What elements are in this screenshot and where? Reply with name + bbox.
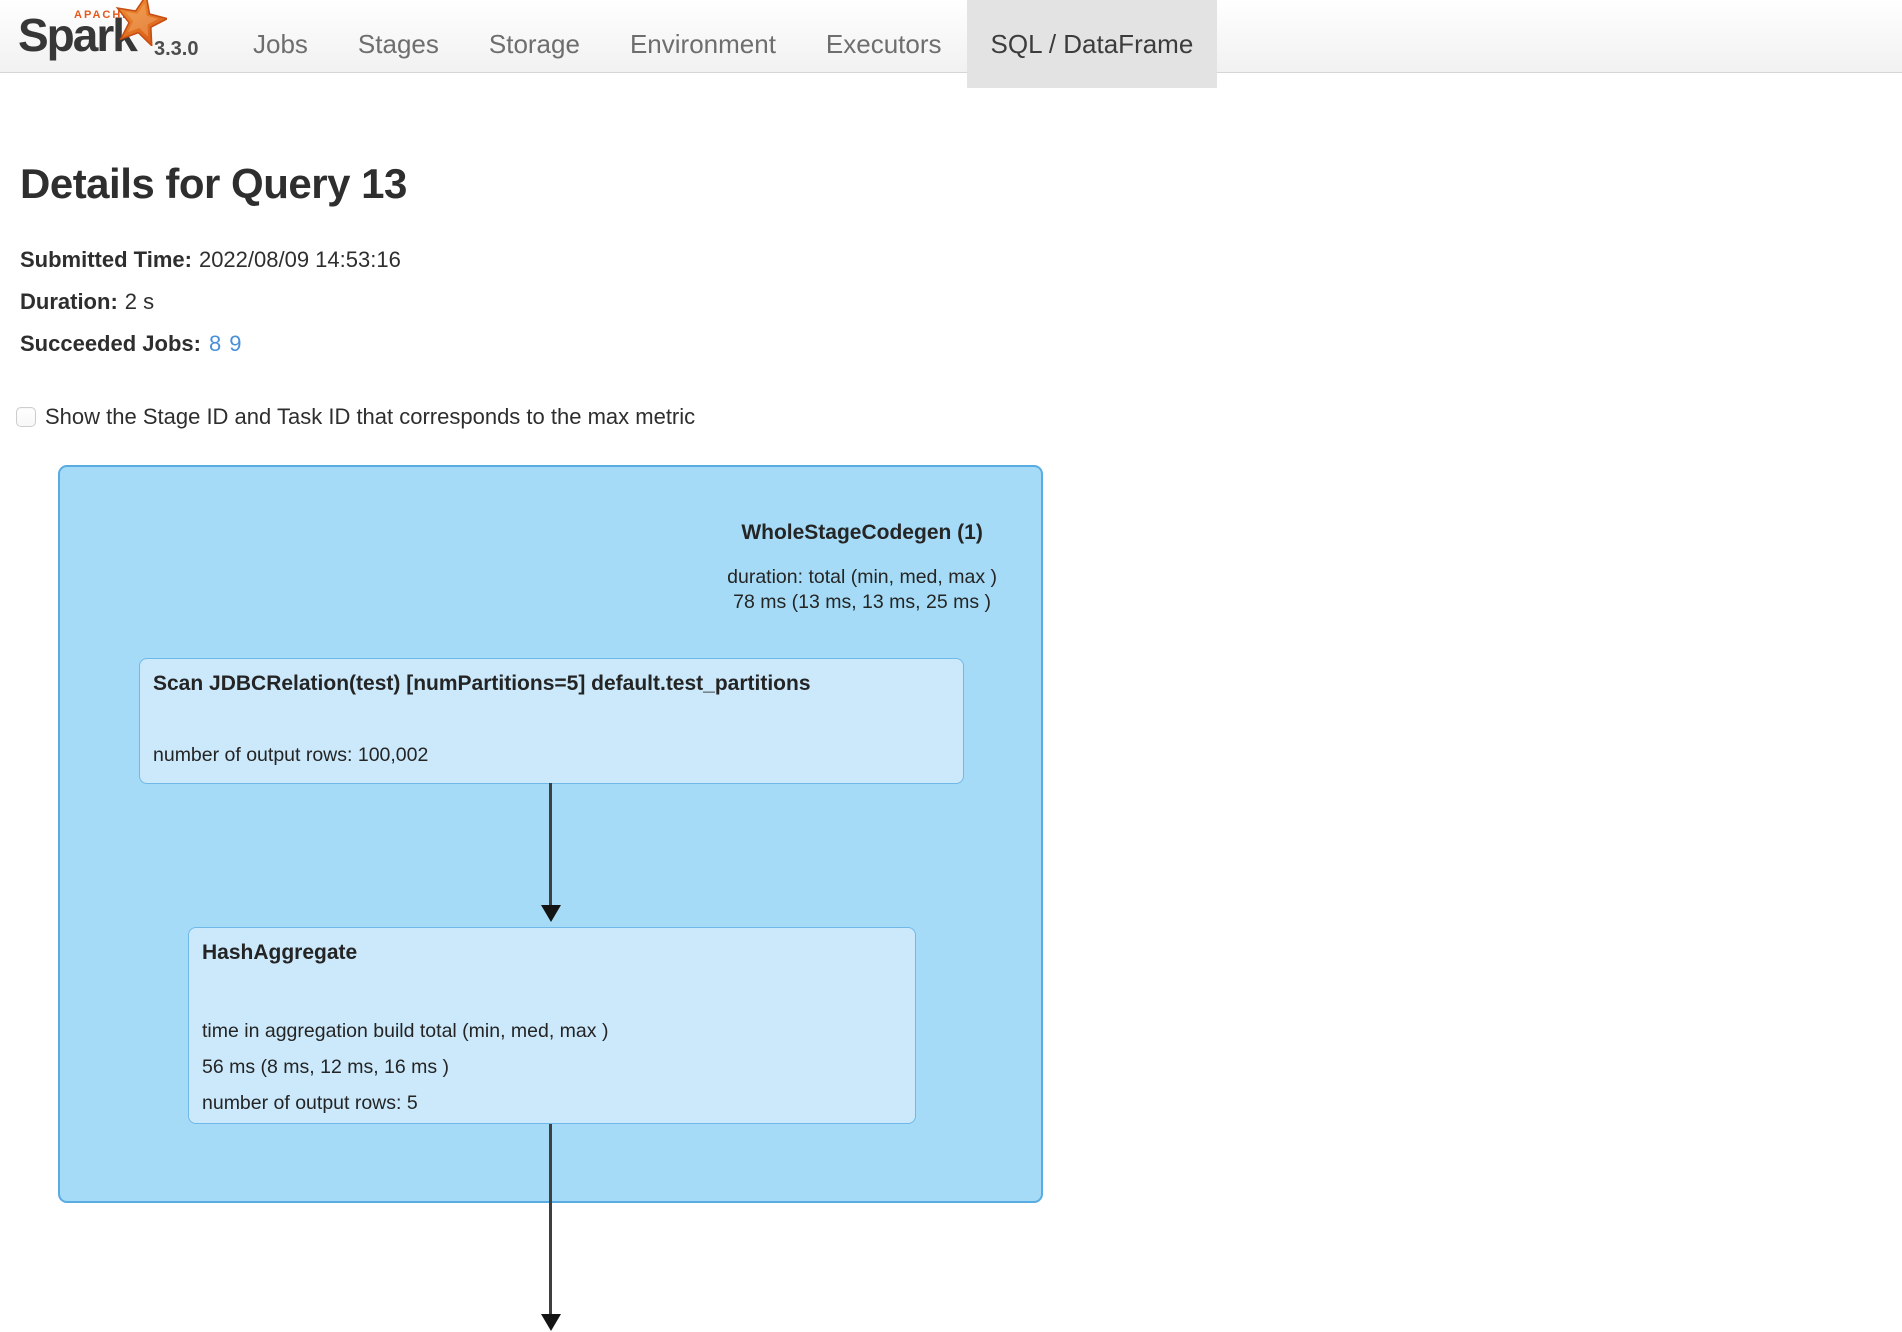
apache-label: APACHE <box>74 9 132 21</box>
tab-jobs[interactable]: Jobs <box>253 28 308 59</box>
dag-edge-hash-to-next <box>549 1124 552 1316</box>
duration-value: 2 s <box>124 289 155 314</box>
wholestagecodegen-cluster: WholeStageCodegen (1) duration: total (m… <box>58 465 1043 1203</box>
tab-sql-dataframe[interactable]: SQL / DataFrame <box>966 0 1218 88</box>
tab-stages[interactable]: Stages <box>357 28 439 59</box>
cluster-label: WholeStageCodegen (1) duration: total (m… <box>727 521 997 615</box>
job-link-8[interactable]: 8 <box>208 331 222 356</box>
cluster-title: WholeStageCodegen (1) <box>741 521 983 544</box>
spark-wordmark: Spark <box>18 9 138 61</box>
cluster-metrics: duration: total (min, med, max ) 78 ms (… <box>727 565 997 615</box>
navbar: Spark APACHE 3.3.0 <box>0 0 1902 88</box>
cluster-metric-line: 78 ms (13 ms, 13 ms, 25 ms ) <box>733 591 992 613</box>
node-scan-jdbcrelation: Scan JDBCRelation(test) [numPartitions=5… <box>139 658 964 784</box>
node-metric-line: number of output rows: 5 <box>202 1092 418 1114</box>
spark-logo[interactable]: Spark APACHE 3.3.0 <box>18 0 233 73</box>
succeeded-jobs-label: Succeeded Jobs: <box>20 331 201 356</box>
node-metric-line: time in aggregation build total (min, me… <box>202 1020 609 1042</box>
max-metric-checkbox-label: Show the Stage ID and Task ID that corre… <box>45 404 696 429</box>
max-metric-checkbox[interactable] <box>16 407 36 427</box>
node-metrics: time in aggregation build total (min, me… <box>202 1013 608 1121</box>
duration-label: Duration: <box>20 289 118 314</box>
node-metric-line: number of output rows: 100,002 <box>153 744 429 766</box>
spark-version: 3.3.0 <box>154 38 199 60</box>
arrowhead-down-icon <box>541 1314 561 1331</box>
spark-star-icon <box>115 0 170 51</box>
submitted-time-label: Submitted Time: <box>20 247 192 272</box>
tab-environment[interactable]: Environment <box>629 28 776 59</box>
node-hashaggregate: HashAggregate time in aggregation build … <box>188 927 916 1124</box>
node-title: HashAggregate <box>202 941 358 964</box>
job-link-9[interactable]: 9 <box>229 331 242 356</box>
node-metrics: number of output rows: 100,002 <box>153 742 428 768</box>
submitted-time-row: Submitted Time:2022/08/09 14:53:16 <box>20 239 401 281</box>
query-meta-list: Submitted Time:2022/08/09 14:53:16 Durat… <box>20 239 401 365</box>
dag-edge-scan-to-hash <box>549 783 552 907</box>
duration-row: Duration:2 s <box>20 281 401 323</box>
cluster-metric-line: duration: total (min, med, max ) <box>727 566 997 588</box>
submitted-time-value: 2022/08/09 14:53:16 <box>198 247 401 272</box>
max-metric-toggle-row: Show the Stage ID and Task ID that corre… <box>16 404 695 430</box>
tab-storage[interactable]: Storage <box>488 28 580 59</box>
nav-tabs: Jobs Stages Storage Environment Executor… <box>228 0 1218 88</box>
node-title: Scan JDBCRelation(test) [numPartitions=5… <box>153 672 811 695</box>
arrowhead-down-icon <box>541 905 561 922</box>
tab-executors[interactable]: Executors <box>825 28 942 59</box>
node-metric-line: 56 ms (8 ms, 12 ms, 16 ms ) <box>202 1056 450 1078</box>
page-title: Details for Query 13 <box>20 160 407 207</box>
